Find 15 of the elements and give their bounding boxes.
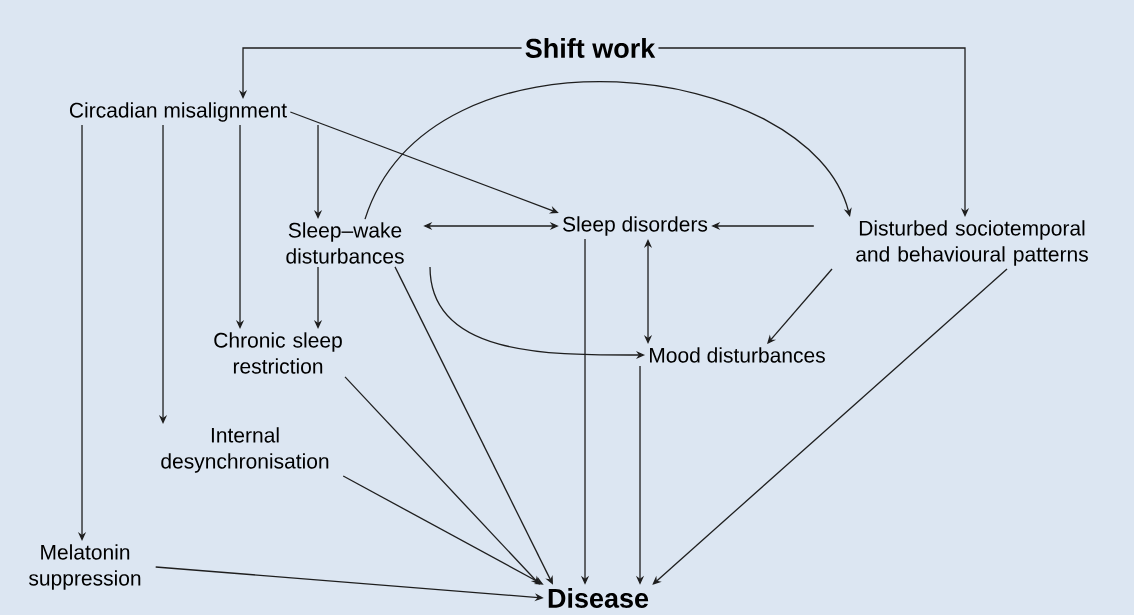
- arrow: [652, 268, 1008, 585]
- arrow: [344, 376, 540, 585]
- factor-label: Melatonin suppression: [29, 544, 141, 590]
- arrow: [364, 81, 852, 220]
- factor-label: Chronic sleep restriction: [214, 332, 342, 374]
- heading-text: Shift work: [525, 38, 656, 58]
- factor-label: Sleep–wake disturbances: [286, 222, 404, 264]
- factor-label: Disturbed sociotemporal and behavioural patterns: [856, 220, 1088, 266]
- factor-label: Internal desynchronisation: [161, 427, 329, 473]
- heading-text: Disease: [548, 588, 649, 608]
- arrow: [657, 47, 970, 217]
- arrow: [394, 266, 553, 585]
- factor-label: Mood disturbances: [650, 347, 825, 363]
- factor-label: Circadian misalignment: [69, 102, 287, 122]
- factor-label: Sleep disorders: [563, 216, 708, 236]
